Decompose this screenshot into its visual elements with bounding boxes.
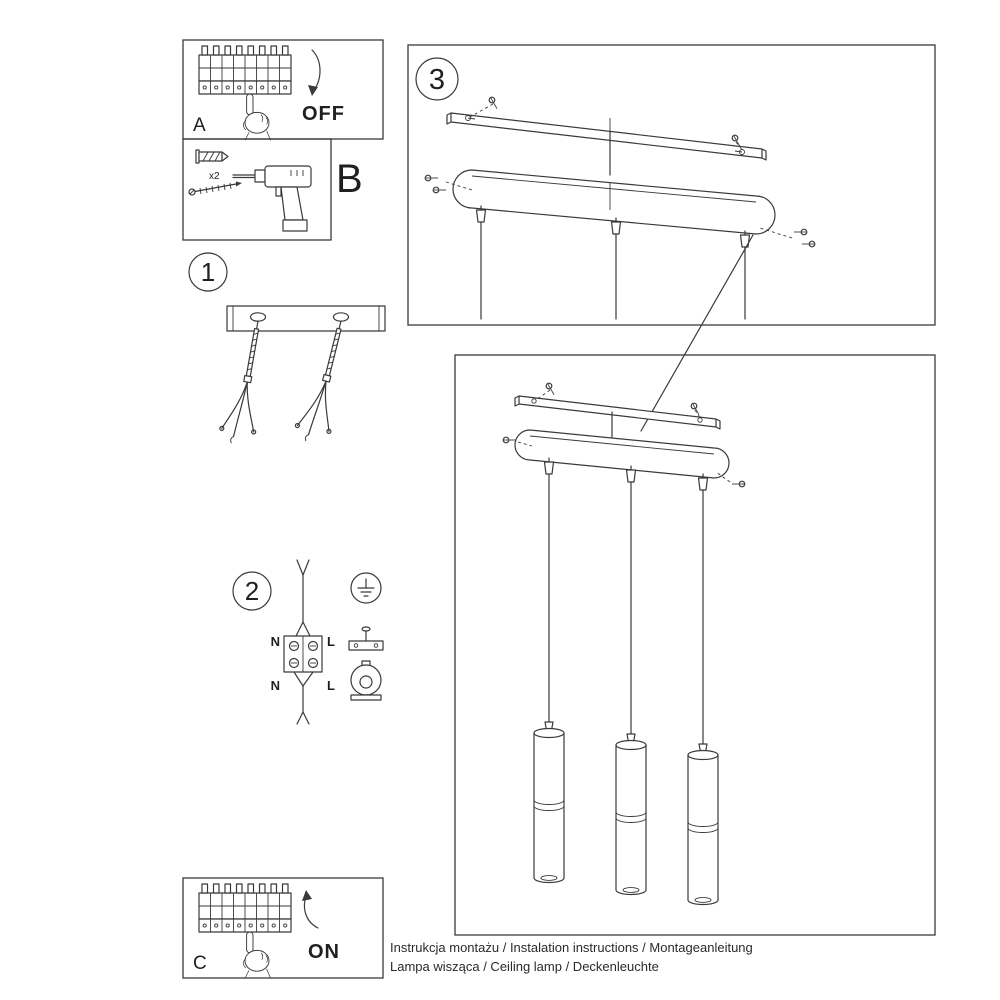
on-arrow-icon	[302, 890, 319, 929]
on-label: ON	[308, 941, 340, 963]
step-2-badge	[232, 571, 272, 611]
panel-c-box	[182, 877, 384, 979]
lamp-screw-leader-left	[535, 389, 551, 401]
canopy-drawing	[452, 169, 776, 235]
breaker-panel-drawing	[198, 45, 292, 95]
step-1: 1	[188, 252, 386, 448]
step-3: 3	[407, 44, 936, 326]
pendant-shade-left	[533, 721, 565, 884]
mounting-bracket-drawing	[226, 305, 386, 332]
output-cable-drawing	[293, 671, 314, 725]
hand-drawing	[242, 93, 272, 141]
step-2: 2 N L N L	[232, 559, 384, 725]
off-arrow-icon	[308, 49, 321, 96]
footer-line-2: Lampa wisząca / Ceiling lamp / Deckenleu…	[390, 959, 659, 974]
canopy-screw-right-1	[793, 228, 808, 236]
step-1-number: 1	[201, 257, 215, 287]
lamp-canopy-leader-left	[517, 441, 533, 447]
breaker-panel-drawing-c	[198, 883, 292, 933]
footer: Instrukcja montażu / Instalation instruc…	[390, 940, 753, 974]
panel-a-label: A	[193, 115, 206, 136]
terminal-block-drawing	[283, 635, 323, 673]
lamp-canopy-leader-right	[715, 471, 731, 483]
hand-drawing-c	[242, 931, 272, 979]
lamp-rail-drawing	[514, 395, 721, 430]
lamp-rail-screw-left	[544, 381, 558, 397]
pendant-shade-right	[687, 743, 719, 906]
mounting-rail-drawing	[446, 112, 767, 161]
pendant-cords	[543, 457, 709, 745]
pendant-shade-middle	[615, 733, 647, 896]
panel-a: OFF A	[182, 39, 384, 141]
ground-symbol-icon	[350, 572, 382, 604]
exploded-view-box	[407, 44, 936, 326]
lamp-screw-leader-right	[694, 409, 702, 420]
panel-b: x2 B	[182, 138, 363, 241]
anchor-toggle-left	[216, 317, 276, 448]
off-label: OFF	[302, 103, 345, 125]
canopy-leader-left	[445, 181, 473, 191]
cord-grips-and-cords	[475, 205, 751, 320]
wall-plug-drawing	[195, 149, 229, 164]
live-bottom-label: L	[327, 678, 335, 693]
panel-c-label: C	[193, 953, 207, 974]
panel-b-box	[182, 138, 332, 241]
screw-drawing	[188, 181, 242, 196]
canopy-screw-left-1	[424, 174, 439, 182]
footer-line-1: Instrukcja montażu / Instalation instruc…	[390, 940, 753, 955]
step-2-number: 2	[245, 576, 259, 606]
lamp-canopy-screw-left	[502, 436, 517, 444]
step-3-badge	[415, 57, 459, 101]
neutral-top-label: N	[271, 634, 280, 649]
lamp-canopy-screw-right	[731, 480, 746, 488]
view-leader-line	[640, 234, 754, 432]
assembled-view-box	[454, 354, 936, 936]
screw-leader-right	[735, 141, 744, 152]
drill-icon	[232, 165, 312, 232]
step-1-badge	[188, 252, 228, 292]
canopy-screw-left-2	[432, 186, 447, 194]
anchor-toggle-right	[291, 315, 359, 447]
neutral-bottom-label: N	[271, 678, 280, 693]
mains-cable-drawing	[295, 559, 311, 637]
assembled-lamp-view	[454, 354, 936, 936]
step-3-number: 3	[429, 64, 445, 96]
live-top-label: L	[327, 634, 335, 649]
lamp-rail-screw-right	[689, 401, 703, 417]
rail-screw-left	[487, 95, 501, 111]
quantity-label: x2	[209, 171, 220, 182]
panel-c: ON C	[182, 877, 384, 979]
cable-clamp-drawing	[348, 626, 384, 701]
lamp-canopy-drawing	[514, 429, 730, 479]
canopy-screw-right-2	[801, 240, 816, 248]
panel-b-label: B	[336, 157, 363, 201]
screw-leader-left	[469, 103, 494, 118]
